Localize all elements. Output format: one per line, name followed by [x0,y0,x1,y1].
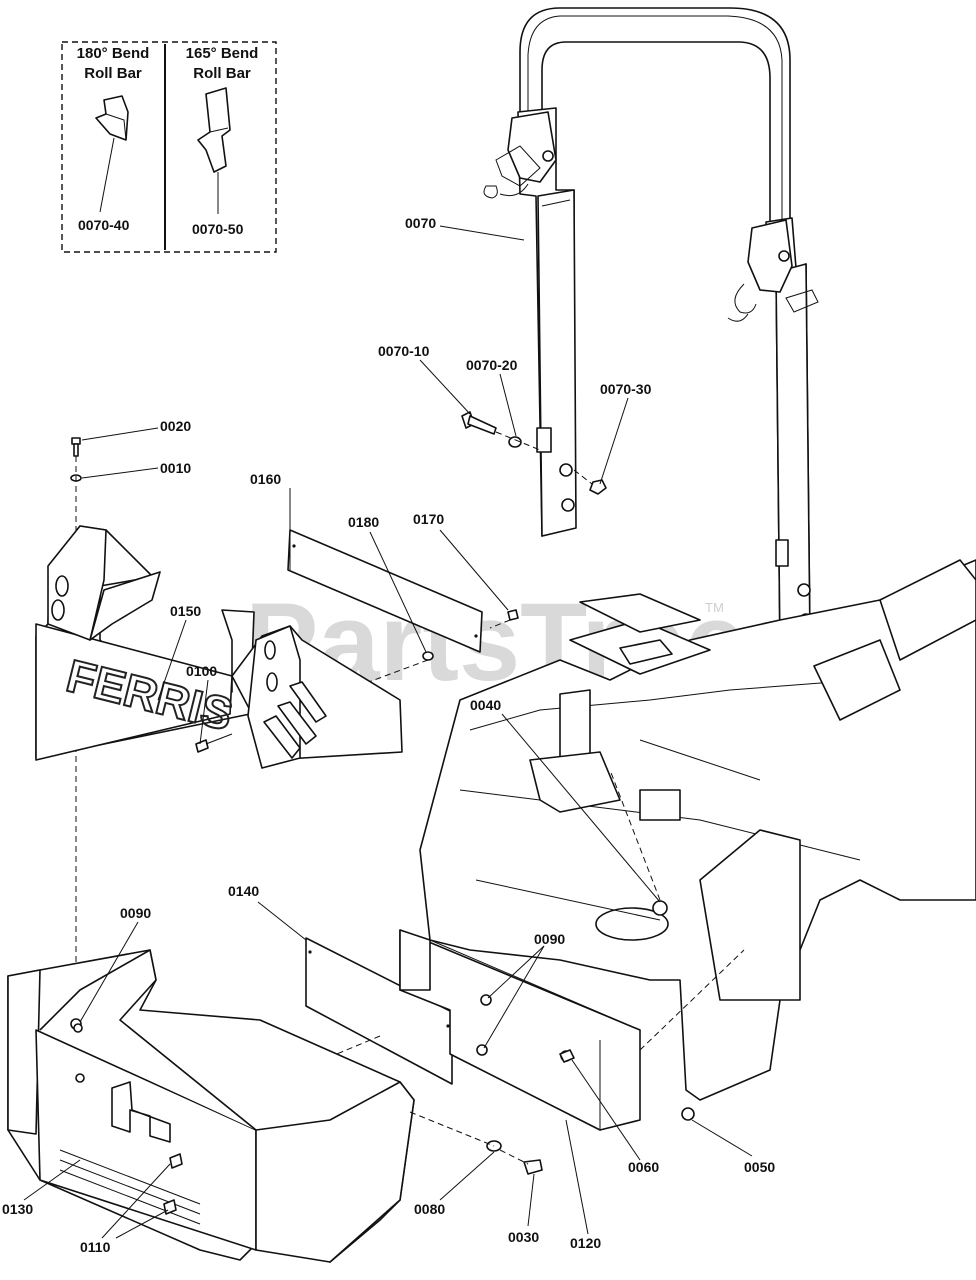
callout-0090-left: 0090 [120,905,151,921]
callout-0060: 0060 [628,1159,659,1175]
callout-0110: 0110 [80,1239,111,1255]
bolt-0020 [71,437,81,457]
callout-0070: 0070 [405,215,436,231]
inset-left-title-1: 180° Bend [77,45,150,62]
spacer-0180 [422,651,434,661]
callout-0020: 0020 [160,418,191,434]
bumper-0130 [7,949,415,1263]
callout-0170: 0170 [413,511,444,527]
roll-bar-nut [589,479,607,495]
leader-lines [23,225,753,1239]
callout-0180: 0180 [348,514,379,530]
inset-box: 180° Bend Roll Bar 165° Bend Roll Bar 00… [61,41,277,253]
callout-0070-30: 0070-30 [600,381,652,397]
callout-0040: 0040 [470,697,501,713]
bolt-0030 [523,1159,543,1175]
inset-right-title-2: Roll Bar [193,65,251,82]
nut-0170 [507,609,519,621]
callout-0010: 0010 [160,460,191,476]
callout-0030: 0030 [508,1229,539,1245]
inset-right-title-1: 165° Bend [186,45,259,62]
callout-0150: 0150 [170,603,201,619]
callout-0070-40: 0070-40 [78,217,130,233]
channel-0120 [399,929,641,1131]
watermark-tm: TM [705,600,724,615]
mower-frame [419,559,976,1121]
inset-left-title-2: Roll Bar [84,65,142,82]
roll-bar-washer [508,436,522,448]
callout-0080: 0080 [414,1201,445,1217]
callout-0140: 0140 [228,883,259,899]
roll-bar [483,7,819,820]
callout-0100: 0100 [186,663,217,679]
decal-165-bend [197,87,231,173]
plate-0160 [287,529,483,653]
callout-0070-50: 0070-50 [192,221,244,237]
callout-0160: 0160 [250,471,281,487]
callout-0070-20: 0070-20 [466,357,518,373]
callout-0090-right: 0090 [534,931,565,947]
bolt-0100 [195,733,233,753]
callout-0070-10: 0070-10 [378,343,430,359]
bolt-0060 [559,1049,575,1063]
callout-0050: 0050 [744,1159,775,1175]
roll-bar-bolt [461,411,497,435]
callout-0120: 0120 [570,1235,601,1251]
decal-180-bend [95,95,129,141]
callout-0130: 0130 [2,1201,33,1217]
